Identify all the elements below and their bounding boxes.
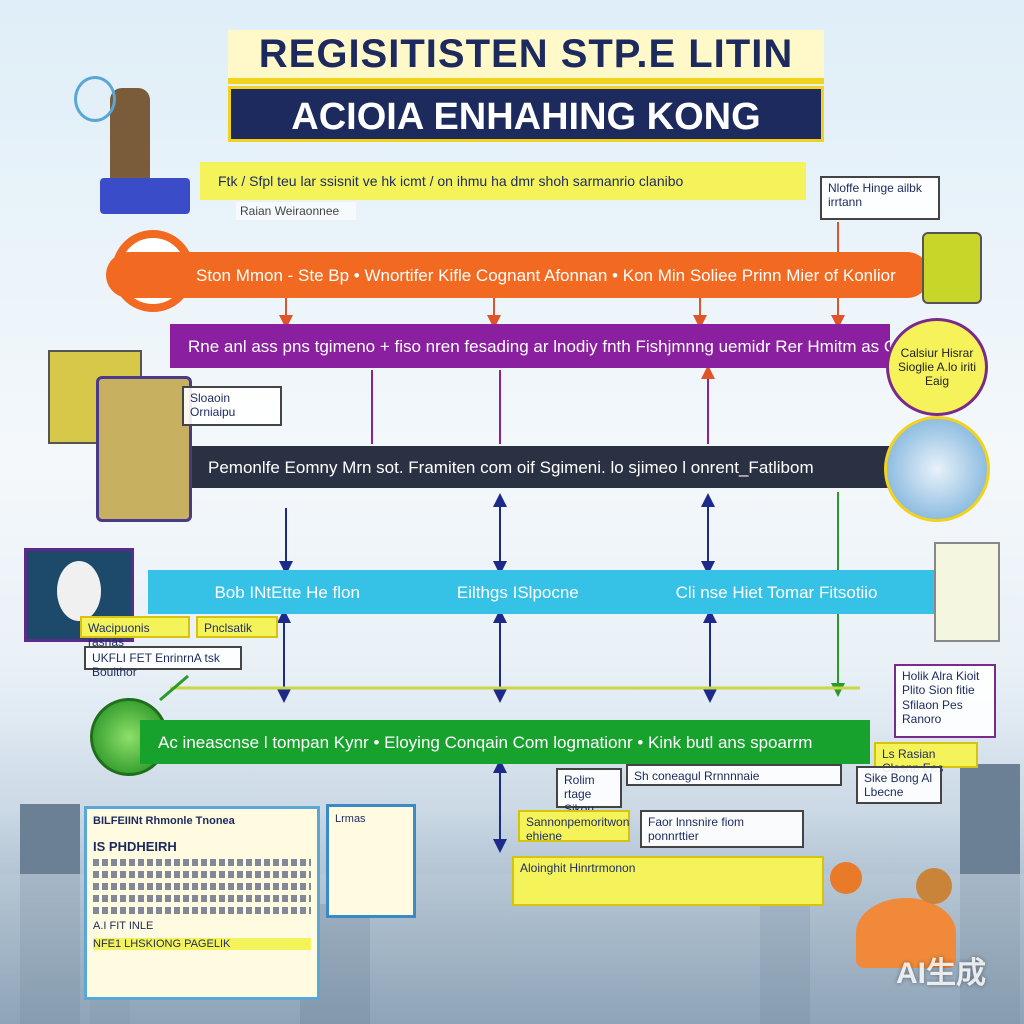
stage-2-bar: Ston Mmon - Ste Bp • Wnortifer Kifle Cog… (106, 252, 930, 298)
photo-circle-right (884, 416, 990, 522)
stage-5-bar: Bob INtEtte He flon Eilthgs ISlpocne Cli… (148, 570, 944, 614)
stage-6-bar: Ac ineascnse l tompan Kynr • Eloying Con… (140, 720, 870, 764)
panel-text-line (93, 883, 311, 890)
panel-heading: IS PHDHEIRH (93, 839, 177, 854)
panel-footer: A.I FIT INLE (93, 920, 154, 932)
panel-text-line (93, 859, 311, 866)
note-bottom-mid-5: Aloinghit Hinrtrmonon (512, 856, 824, 906)
info-panel-bottom-left: BILFEIINt Rhmonle Tnonea IS PHDHEIRH A.I… (84, 806, 320, 1000)
card-right-2: Ls Rasian Clasnp Ees (874, 742, 978, 775)
panel-text-line (93, 895, 311, 902)
panel-side-label: Lrmas (335, 813, 366, 825)
note-left-mid: Sloaoin Orniaipu (182, 386, 282, 426)
tag-left-2: Pnclsatik (196, 616, 278, 638)
stage-3-bar: Rne anl ass pns tgimeno + fiso nren fesa… (170, 324, 890, 368)
title-line-2: ACIOIA ENHAHING KONG (228, 86, 824, 142)
stage-1-bar: Ftk / Sfpl teu lar ssisnit ve hk icmt / … (200, 162, 806, 200)
info-circle-right: Calsiur Hisrar Sioglie A.lo iriti Eaig (886, 318, 988, 416)
card-right-1: Holik Alra Kioit Plito Sion fitie Sfilao… (894, 664, 996, 738)
stage-4-bar: Pemonlfe Eomny Mrn sot. Framiten com oif… (190, 446, 890, 488)
panel-title: BILFEIINt Rhmonle Tnonea (93, 815, 235, 827)
note-bottom-mid-4: Faor lnnsnire fiom ponnrttier (640, 810, 804, 848)
title-line-1: REGISITISTEN STP.E LITIN (228, 30, 824, 84)
tag-right-1: Sike Bong Al Lbecne (856, 766, 942, 804)
figure-illustration-bottom-right (826, 858, 966, 1008)
book-icon (96, 376, 192, 522)
note-bottom-mid-3: Sannonpemoritwon ehiene (518, 810, 630, 843)
stage-1-sub-label: Raian Weiraonnee (236, 202, 356, 220)
stage-5-item: Eilthgs ISlpocne (456, 582, 579, 602)
figure-illustration-top-left (70, 68, 190, 218)
info-panel-bottom-side: Lrmas (326, 804, 416, 918)
tag-left-3: UKFLI FET EnrinrnA tsk Bouithor (84, 646, 242, 679)
stage-5-item: Cli nse Hiet Tomar Fitsotiio (675, 582, 878, 602)
cylinder-icon (922, 232, 982, 304)
stage-5-item: Bob INtEtte He flon (214, 582, 360, 602)
note-top-right: Nloffe Hinge ailbk irrtann (820, 176, 940, 220)
panel-footer-2: NFE1 LHSKIONG PAGELIK (93, 938, 311, 950)
panel-text-line (93, 871, 311, 878)
panel-text-line (93, 907, 311, 914)
note-bottom-mid-2: Sh coneagul Rrnnnnaie (626, 764, 842, 786)
ai-generated-watermark: AI生成 (896, 957, 986, 990)
chart-card-icon (934, 542, 1000, 642)
note-bottom-mid-1: Rolim rtage Sikou (556, 768, 622, 816)
tag-left-1: Wacipuonis rasnas (80, 616, 190, 649)
